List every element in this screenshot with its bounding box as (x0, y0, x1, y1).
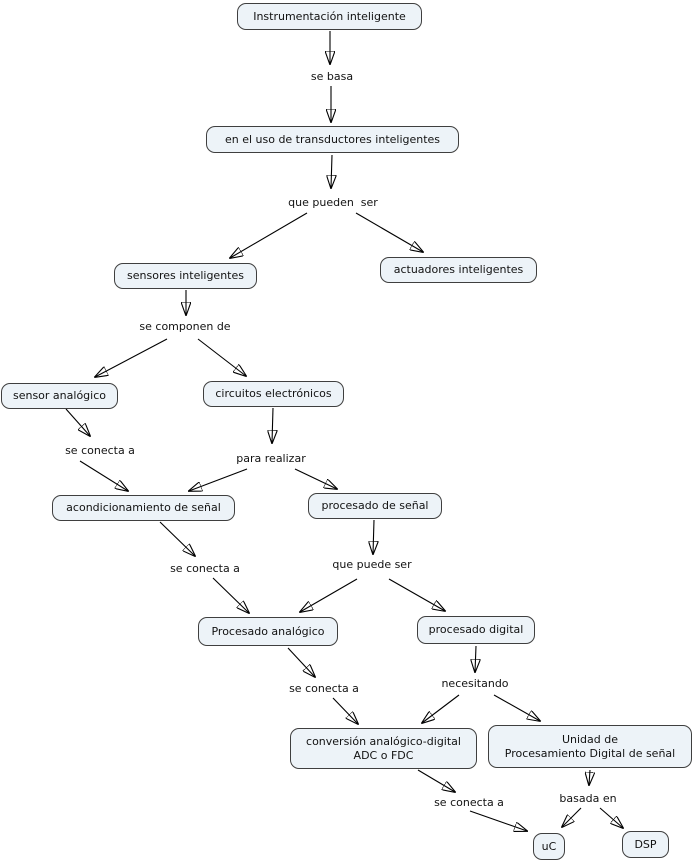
node-procesado-senal[interactable]: procesado de señal (308, 493, 442, 519)
edge-procesado-digital-to-necesitando (475, 645, 476, 672)
link-label-se-componen-de[interactable]: se componen de (139, 320, 231, 333)
node-acondicionamiento-senal[interactable]: acondicionamiento de señal (52, 495, 235, 521)
node-conversion-analogico-digital[interactable]: conversión analógico-digital ADC o FDC (290, 728, 477, 769)
edge-que-puede-ser-to-procesado-digital (388, 578, 445, 611)
edge-basada-en-to-dsp (599, 807, 623, 828)
link-label-se-conecta-a-4[interactable]: se conecta a (434, 796, 504, 809)
node-procesado-analogico[interactable]: Procesado analógico (198, 617, 338, 646)
edge-acondicionamiento-to-se-conecta-a-2 (159, 521, 195, 556)
edge-procesado-analogico-to-se-conecta-a-3 (287, 647, 315, 677)
link-label-que-pueden-ser[interactable]: que pueden ser (288, 196, 378, 209)
node-procesado-digital[interactable]: procesado digital (417, 616, 535, 644)
edge-basada-en-to-uc (562, 807, 582, 827)
link-label-necesitando[interactable]: necesitando (441, 677, 509, 690)
node-uc[interactable]: uC (533, 833, 565, 860)
edge-se-conecta-a-2-to-procesado-analogico (212, 577, 249, 613)
node-instrumentacion-inteligente[interactable]: Instrumentación inteligente (237, 3, 422, 30)
edge-sensor-analogico-to-se-conecta-a-1 (65, 408, 90, 436)
edge-transductores-to-que-pueden-ser (331, 154, 332, 188)
edge-circuitos-to-para-realizar (272, 407, 273, 443)
edge-para-realizar-to-acondicionamiento (189, 468, 248, 491)
edge-que-puede-ser-to-procesado-analogico (300, 578, 358, 612)
edge-se-componen-de-to-circuitos (197, 338, 246, 376)
node-sensor-analogico[interactable]: sensor analógico (1, 383, 118, 409)
node-unidad-procesamiento-digital[interactable]: Unidad de Procesamiento Digital de señal (488, 725, 692, 768)
edge-se-conecta-a-1-to-acondicionamiento (79, 460, 128, 491)
node-actuadores-inteligentes[interactable]: actuadores inteligentes (380, 257, 537, 283)
edge-necesitando-to-unidad (493, 694, 540, 721)
node-dsp[interactable]: DSP (622, 831, 669, 858)
link-label-basada-en[interactable]: basada en (559, 792, 617, 805)
edge-para-realizar-to-procesado-senal (294, 468, 337, 489)
node-sensores-inteligentes[interactable]: sensores inteligentes (114, 263, 257, 289)
edge-unidad-to-basada-en (589, 769, 590, 785)
node-transductores-inteligentes[interactable]: en el uso de transductores inteligentes (206, 126, 459, 153)
edge-conversion-to-se-conecta-a-4 (417, 769, 455, 792)
edge-que-pueden-ser-to-actuadores (355, 212, 423, 252)
edge-se-conecta-a-3-to-conversion (332, 697, 358, 724)
edge-se-componen-de-to-sensor-analogico (95, 338, 168, 377)
edge-necesitando-to-conversion (422, 694, 460, 723)
link-label-para-realizar[interactable]: para realizar (236, 452, 306, 465)
link-label-se-conecta-a-1[interactable]: se conecta a (65, 444, 135, 457)
edge-procesado-senal-to-que-puede-ser (373, 519, 374, 554)
edge-que-pueden-ser-to-sensores (230, 212, 308, 258)
node-circuitos-electronicos[interactable]: circuitos electrónicos (203, 381, 344, 407)
link-label-se-basa[interactable]: se basa (310, 70, 354, 83)
link-label-se-conecta-a-2[interactable]: se conecta a (170, 562, 240, 575)
link-label-que-puede-ser[interactable]: que puede ser (332, 558, 412, 571)
edge-se-conecta-a-4-to-uc (469, 810, 527, 831)
link-label-se-conecta-a-3[interactable]: se conecta a (289, 682, 359, 695)
